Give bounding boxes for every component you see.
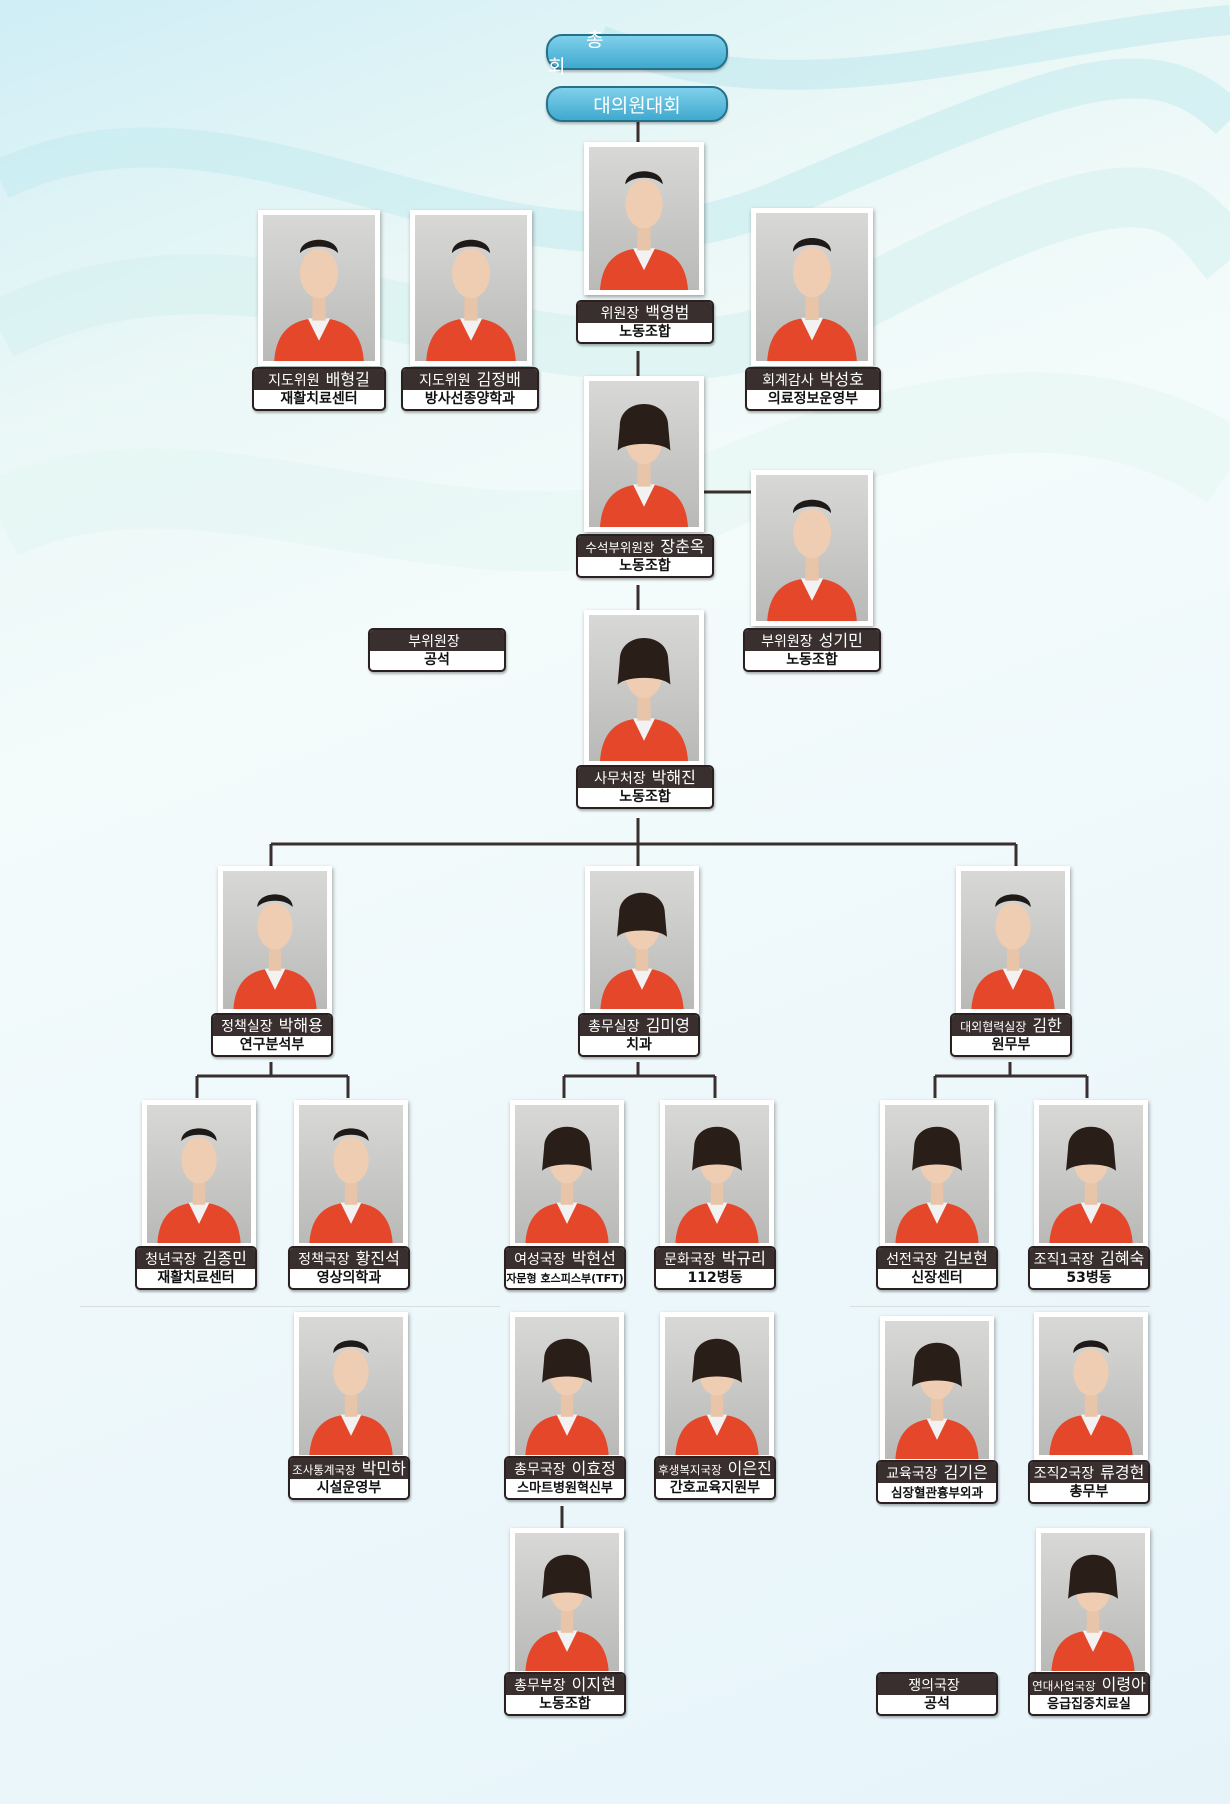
person-silhouette-icon (1049, 1340, 1133, 1455)
photo-advisor2 (410, 210, 532, 366)
photo-general-sub (510, 1528, 624, 1676)
person-silhouette-icon (233, 894, 317, 1009)
general-assembly-pill: 총 회 (546, 29, 728, 78)
photo-chair (584, 142, 704, 295)
person-silhouette-icon (1051, 1554, 1135, 1671)
photo-policy-dir (294, 1100, 408, 1248)
photo-culture (660, 1100, 774, 1248)
person-silhouette-icon (600, 638, 688, 761)
person-silhouette-icon (895, 1342, 979, 1459)
person-silhouette-icon (767, 238, 857, 361)
person-silhouette-icon (426, 239, 516, 361)
person-silhouette-icon (600, 892, 684, 1009)
photo-youth (142, 1100, 256, 1248)
person-name: 백영범 (645, 303, 690, 322)
person-silhouette-icon (157, 1128, 241, 1243)
photo-welfare (660, 1312, 774, 1460)
person-silhouette-icon (525, 1554, 609, 1671)
row-separator-left (80, 1306, 500, 1307)
photo-general-head (585, 866, 699, 1014)
person-silhouette-icon (309, 1340, 393, 1455)
person-silhouette-icon (525, 1126, 609, 1243)
person-silhouette-icon (675, 1338, 759, 1455)
dept-label: 노동조합 (619, 324, 671, 340)
photo-org1 (1034, 1100, 1148, 1248)
photo-women (510, 1100, 624, 1248)
delegates-assembly-pill: 대의원대회 (546, 86, 728, 122)
person-silhouette-icon (600, 171, 688, 290)
person-silhouette-icon (767, 499, 857, 621)
photo-propaganda (880, 1100, 994, 1248)
photo-advisor1 (258, 210, 380, 366)
row-separator-right (850, 1306, 1150, 1307)
photo-auditor (751, 208, 873, 366)
person-silhouette-icon (309, 1128, 393, 1243)
photo-general-dir (510, 1312, 624, 1460)
photo-vice2 (751, 470, 873, 626)
photo-education (880, 1316, 994, 1464)
person-silhouette-icon (525, 1338, 609, 1455)
photo-solidarity (1036, 1528, 1150, 1676)
photo-senior-vice (584, 376, 704, 532)
person-silhouette-icon (600, 404, 688, 527)
person-silhouette-icon (895, 1126, 979, 1243)
photo-external-head (956, 866, 1070, 1014)
photo-policy-head (218, 866, 332, 1014)
person-silhouette-icon (971, 894, 1055, 1009)
photo-org2 (1034, 1312, 1148, 1460)
photo-survey (294, 1312, 408, 1460)
photo-secretary (584, 610, 704, 766)
role-label: 위원장 (600, 306, 640, 322)
person-silhouette-icon (274, 239, 364, 361)
person-silhouette-icon (675, 1126, 759, 1243)
person-silhouette-icon (1049, 1126, 1133, 1243)
